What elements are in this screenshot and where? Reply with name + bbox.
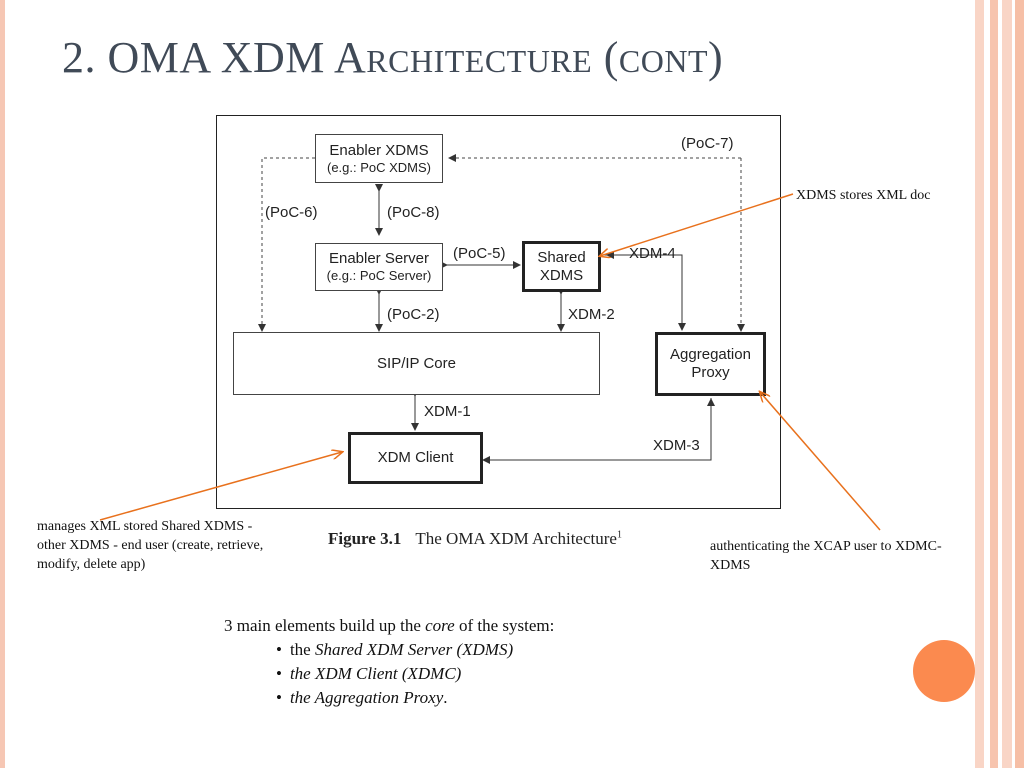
shared-xdms-line2: XDMS <box>539 266 584 284</box>
summary-item-xdmc: the XDM Client (XDMC) <box>276 662 554 686</box>
label-poc5: (PoC-5) <box>453 245 506 262</box>
shared-xdms-box: Shared XDMS <box>522 241 601 292</box>
shared-xdms-line1: Shared <box>537 248 586 266</box>
enabler-server-box: Enabler Server (e.g.: PoC Server) <box>315 243 443 291</box>
aggregation-proxy-line2: Proxy <box>691 364 730 381</box>
sip-ip-core-box: SIP/IP Core <box>233 332 600 395</box>
figure-caption: Figure 3.1 The OMA XDM Architecture1 <box>328 529 622 549</box>
caption-text: The OMA XDM Architecture <box>415 529 617 548</box>
sip-ip-core-label: SIP/IP Core <box>377 354 456 372</box>
caption-label: Figure 3.1 <box>328 529 402 548</box>
xdm-client-box: XDM Client <box>348 432 483 484</box>
label-xdm3: XDM-3 <box>653 437 700 454</box>
label-poc2: (PoC-2) <box>387 306 440 323</box>
enabler-server-example: (e.g.: PoC Server) <box>326 268 432 283</box>
aggregation-proxy-line1: Aggregation <box>670 346 751 363</box>
enabler-xdms-box: Enabler XDMS (e.g.: PoC XDMS) <box>315 134 443 183</box>
summary-item-proxy: the Aggregation Proxy. <box>276 686 554 710</box>
label-poc7: (PoC-7) <box>681 135 734 152</box>
label-xdm1: XDM-1 <box>424 403 471 420</box>
enabler-xdms-title: Enabler XDMS <box>329 141 429 159</box>
summary-text: 3 main elements build up the core of the… <box>224 614 554 710</box>
xdm-client-annotation: manages XML stored Shared XDMS - other X… <box>37 519 264 572</box>
label-poc8: (PoC-8) <box>387 204 440 221</box>
caption-footnote-mark: 1 <box>616 529 622 541</box>
label-xdm4: XDM-4 <box>629 245 676 262</box>
left-border-stripe <box>0 0 5 768</box>
decorative-circle <box>913 640 975 702</box>
architecture-figure: Enabler XDMS (e.g.: PoC XDMS) Enabler Se… <box>216 115 781 509</box>
summary-item-xdms: the Shared XDM Server (XDMS) <box>276 638 554 662</box>
label-poc6: (PoC-6) <box>265 204 318 221</box>
summary-intro: 3 main elements build up the core of the… <box>224 616 555 635</box>
enabler-server-title: Enabler Server <box>328 250 430 267</box>
connector-lines <box>258 154 745 464</box>
aggregation-proxy-box: Aggregation Proxy <box>655 332 766 396</box>
slide-title: 2. OMA XDM Architecture (cont) <box>62 33 724 82</box>
xdms-annotation: XDMS stores XML doc <box>796 188 931 203</box>
right-decorative-stripes <box>975 0 1024 768</box>
aggregation-proxy-annotation: authenticating the XCAP user to XDMC- XD… <box>710 539 942 573</box>
label-xdm2: XDM-2 <box>568 306 615 323</box>
summary-list: the Shared XDM Server (XDMS) the XDM Cli… <box>224 638 554 710</box>
enabler-xdms-example: (e.g.: PoC XDMS) <box>326 159 432 175</box>
xdm-client-label: XDM Client <box>377 449 454 466</box>
